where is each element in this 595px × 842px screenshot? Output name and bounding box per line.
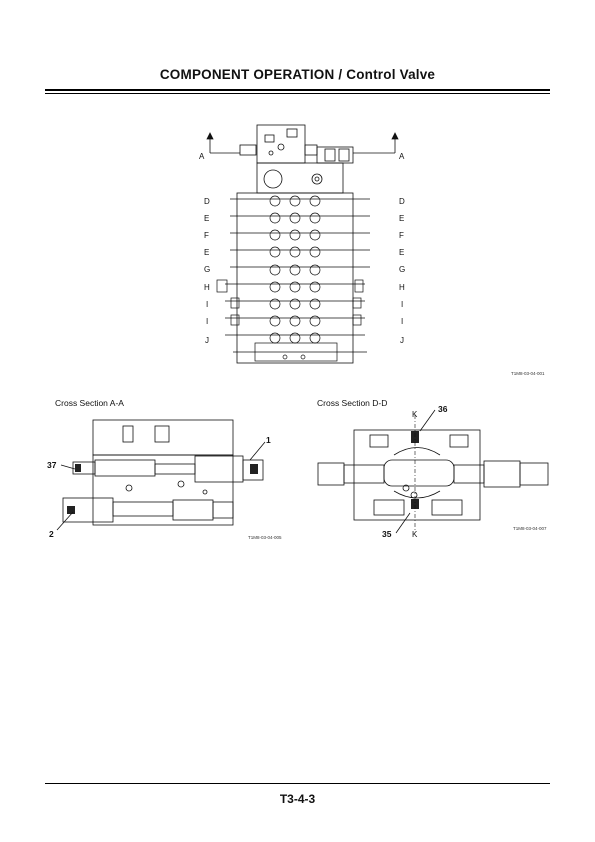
header-rule-thin (45, 93, 550, 94)
right-label: G (399, 265, 405, 274)
left-label: D (204, 197, 210, 206)
section-title-dd: Cross Section D-D (317, 398, 388, 408)
right-label: D (399, 197, 405, 206)
left-label: E (204, 248, 209, 257)
section-title-aa: Cross Section A-A (55, 398, 124, 408)
callout-36: 36 (438, 404, 448, 414)
right-label: J (400, 336, 404, 345)
left-label: H (204, 283, 210, 292)
callout-2: 2 (49, 529, 54, 539)
right-label: F (399, 231, 404, 240)
left-label: J (205, 336, 209, 345)
left-label: F (204, 231, 209, 240)
callout-35: 35 (382, 529, 392, 539)
right-label: I (401, 300, 403, 309)
left-label: E (204, 214, 209, 223)
callout-1: 1 (266, 435, 271, 445)
cross-section-aa: 1 37 2 (47, 419, 271, 539)
figure-code-top: T1M8-03-04-001 (511, 371, 545, 376)
figure-code-aa: T1M8-03-04-005 (248, 535, 282, 540)
page-number: T3-4-3 (279, 792, 316, 806)
left-label: I (206, 317, 208, 326)
left-label: G (204, 265, 210, 274)
cross-section-dd: K K 36 35 (317, 404, 549, 539)
figure-code-dd: T1M8-03-04-007 (513, 526, 547, 531)
label-k-bottom: K (412, 530, 418, 539)
label-k-top: K (412, 410, 418, 419)
footer-rule (45, 783, 550, 784)
page-title: COMPONENT OPERATION / Control Valve (159, 67, 436, 82)
label-a-left: A (199, 152, 205, 161)
left-label: I (206, 300, 208, 309)
right-label: H (399, 283, 405, 292)
right-label: E (399, 248, 404, 257)
callout-37: 37 (47, 460, 57, 470)
right-label: E (399, 214, 404, 223)
control-valve-top-view: A A D E F E G H I I J D E F E G H I I J (199, 124, 405, 364)
label-a-right: A (399, 152, 405, 161)
right-label: I (401, 317, 403, 326)
header-rule (45, 89, 550, 91)
